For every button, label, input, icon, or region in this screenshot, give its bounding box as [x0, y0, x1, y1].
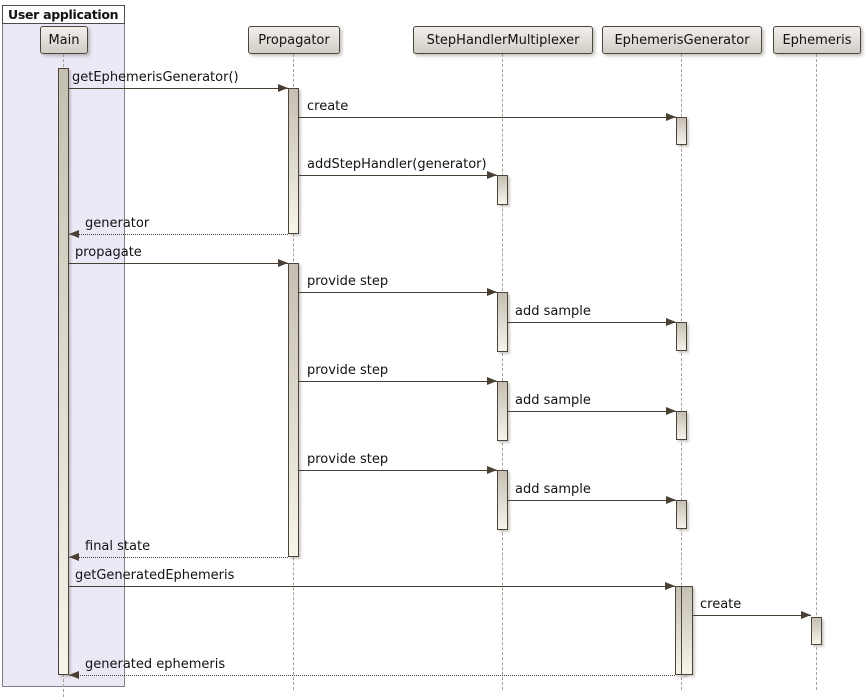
message-line [693, 615, 811, 616]
participant-ephemerisgenerator: EphemerisGenerator [602, 26, 762, 54]
message-line [69, 88, 288, 89]
arrowhead-icon [665, 582, 675, 590]
message-label: generator [85, 216, 150, 231]
message-label: add sample [515, 304, 591, 319]
activation-generator-1 [676, 117, 687, 145]
activation-multiplexer-4 [497, 470, 508, 530]
message-label: propagate [75, 245, 142, 260]
message-line [69, 557, 288, 558]
message-line [508, 322, 676, 323]
arrowhead-icon [666, 496, 676, 504]
participant-stephandlermultiplexer: StepHandlerMultiplexer [413, 26, 593, 54]
arrowhead-icon [666, 113, 676, 121]
activation-generator-2 [676, 322, 687, 351]
activation-generator-4 [676, 500, 687, 529]
message-label: provide step [307, 363, 389, 378]
arrowhead-icon [69, 553, 79, 561]
message-label: generated ephemeris [85, 657, 226, 672]
lifeline-stephandlermultiplexer [502, 54, 503, 690]
message-line [299, 175, 497, 176]
message-line [69, 263, 288, 264]
message-label: add sample [515, 482, 591, 497]
participant-label: EphemerisGenerator [614, 32, 750, 48]
message-label: getGeneratedEphemeris [75, 568, 235, 583]
participant-propagator: Propagator [248, 26, 340, 54]
arrowhead-icon [69, 230, 79, 238]
participant-label: StepHandlerMultiplexer [426, 32, 580, 48]
arrowhead-icon [666, 407, 676, 415]
arrowhead-icon [801, 611, 811, 619]
message-label: addStepHandler(generator) [307, 157, 487, 172]
participant-ephemeris: Ephemeris [773, 26, 861, 54]
activation-generator-5-inner [681, 586, 693, 675]
arrowhead-icon [487, 171, 497, 179]
activation-propagator-1 [288, 88, 299, 234]
activation-multiplexer-2 [497, 292, 508, 352]
arrowhead-icon [69, 671, 79, 679]
message-line [69, 675, 675, 676]
lifeline-ephemerisgenerator [681, 54, 682, 690]
message-line [299, 470, 497, 471]
message-line [69, 234, 288, 235]
participant-main: Main [40, 26, 88, 54]
arrowhead-icon [278, 84, 288, 92]
lifeline-ephemeris [816, 54, 817, 690]
activation-multiplexer-3 [497, 381, 508, 441]
message-label: provide step [307, 452, 389, 467]
message-label: add sample [515, 393, 591, 408]
arrowhead-icon [487, 377, 497, 385]
participant-label: Ephemeris [782, 32, 852, 48]
message-line [299, 117, 676, 118]
frame-title: User application [2, 5, 125, 24]
activation-generator-3 [676, 411, 687, 440]
activation-main [58, 68, 69, 675]
arrowhead-icon [278, 259, 288, 267]
message-line [69, 586, 675, 587]
activation-ephemeris [811, 617, 822, 645]
message-label: create [700, 597, 742, 612]
activation-multiplexer-1 [497, 175, 508, 205]
participant-label: Propagator [258, 32, 330, 48]
activation-propagator-2 [288, 263, 299, 557]
message-label: getEphemerisGenerator() [72, 70, 239, 85]
message-line [508, 411, 676, 412]
arrowhead-icon [666, 318, 676, 326]
arrowhead-icon [487, 288, 497, 296]
message-label: final state [85, 539, 151, 554]
message-line [508, 500, 676, 501]
message-line [299, 381, 497, 382]
message-line [299, 292, 497, 293]
message-label: create [307, 99, 349, 114]
participant-label: Main [48, 32, 80, 48]
message-label: provide step [307, 274, 389, 289]
arrowhead-icon [487, 466, 497, 474]
